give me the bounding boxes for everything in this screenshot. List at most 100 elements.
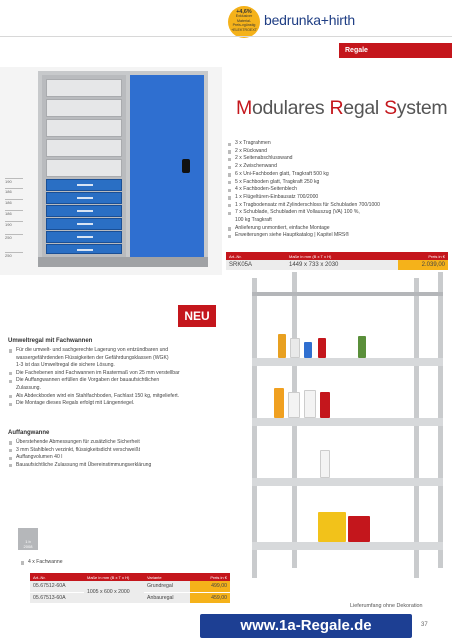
section-tab: Regale bbox=[339, 43, 452, 58]
title-fragment: ystem bbox=[396, 97, 448, 119]
list-item: 3 x Tragrahmen bbox=[226, 140, 448, 148]
cert-line: 1 b bbox=[25, 539, 31, 544]
section-heading: Auffangwanne bbox=[8, 430, 50, 436]
cabinet-drawer bbox=[46, 244, 122, 254]
list-item: Auffangvolumen 40 l bbox=[8, 454, 240, 462]
dimension-label: 190 bbox=[5, 221, 23, 227]
list-item: 1 x Flügeltüren-Einbausatz 700/2000 bbox=[226, 194, 448, 202]
column-header: Art.-Nr. bbox=[30, 573, 84, 581]
badge-small: +ELEKTROEXT bbox=[231, 27, 257, 32]
promo-badge: +4,6% Exklusiver Material- Preis-vgünsti… bbox=[228, 6, 260, 38]
container bbox=[304, 390, 316, 418]
badge-percent: +4,6% bbox=[236, 9, 252, 15]
article-number: 05.67512-60A bbox=[30, 581, 84, 593]
cabinet-drawer bbox=[46, 231, 122, 243]
website-link[interactable]: www.1a-Regale.de bbox=[200, 614, 412, 638]
price: 499,00 bbox=[190, 581, 230, 593]
column-header: Preis in € bbox=[398, 252, 448, 260]
dimensions: 1449 x 733 x 2030 bbox=[286, 260, 398, 270]
certification-icon: 1 b 2008 bbox=[18, 528, 38, 550]
shelf-tray bbox=[252, 542, 443, 550]
cabinet-shelf bbox=[46, 139, 122, 157]
shelf-tray bbox=[252, 418, 443, 426]
section-heading: Umweltregal mit Fachwannen bbox=[8, 338, 93, 344]
list-item: 1 x Tragbodensatz mit Zylinderschloss fü… bbox=[226, 202, 448, 210]
list-item-continued: Zulassung. bbox=[16, 384, 41, 391]
container bbox=[358, 336, 366, 358]
table-row: 05.67513-60A Anbauregal 459,00 bbox=[30, 592, 230, 604]
feature-list: 3 x Tragrahmen 2 x Rückwand 2 x Seitenab… bbox=[226, 140, 448, 240]
list-item-continued: 1-3 ist das Umweltregal die sichere Lösu… bbox=[16, 362, 115, 369]
container bbox=[290, 338, 300, 358]
price-table: Art.-Nr. Maße in mm (B x T x H) Preis in… bbox=[226, 252, 448, 270]
shelf-post bbox=[252, 278, 257, 578]
door-handle-icon bbox=[182, 159, 190, 173]
cabinet-drawer bbox=[46, 179, 122, 191]
note-list: 4 x Fachwanne bbox=[20, 559, 252, 567]
description-list: Überstehende Abmessungen für zusätzliche… bbox=[8, 439, 240, 469]
list-item: Erweiterungen siehe Hauptkatalog | Kapit… bbox=[226, 232, 448, 240]
list-item: Als Abdeckboden wird ein Stahlfachboden,… bbox=[8, 393, 240, 401]
title-fragment: R bbox=[329, 97, 344, 119]
cabinet-shelf bbox=[46, 79, 122, 97]
badge-line: Preis-vgünstig bbox=[232, 23, 256, 28]
badge-line: Exklusiver bbox=[235, 14, 253, 19]
description-list: Für die umwelt- und sachgerechte Lagerun… bbox=[8, 347, 240, 408]
column-header: Maße in mm (B x T x H) bbox=[286, 252, 398, 260]
container bbox=[278, 334, 286, 358]
list-item: Die Auffangwannen erfüllen die Vorgaben … bbox=[8, 377, 240, 385]
cabinet-image: 190 186 186 186 190 250 250 bbox=[0, 67, 222, 275]
list-item: 2 x Rückwand bbox=[226, 148, 448, 156]
shelf-tray bbox=[252, 358, 443, 366]
article-number: SRK05A bbox=[226, 260, 286, 270]
dimension-label: 186 bbox=[5, 210, 23, 216]
cabinet-drawer bbox=[46, 205, 122, 217]
container bbox=[320, 392, 330, 418]
dimension-label: 250 bbox=[5, 252, 23, 258]
shelf-image bbox=[238, 272, 452, 588]
cabinet-door bbox=[130, 75, 204, 257]
cabinet-open-section bbox=[42, 75, 126, 257]
container bbox=[320, 450, 330, 478]
list-item: Bauaufsichtliche Zulassung mit Übereinst… bbox=[8, 462, 240, 470]
shelf-post bbox=[414, 278, 419, 578]
table-header-row: Art.-Nr. Maße in mm (B x T x H) Variante… bbox=[30, 573, 230, 581]
shelf-tray bbox=[252, 478, 443, 486]
cabinet-shelf bbox=[46, 159, 122, 177]
dimension-label: 190 bbox=[5, 178, 23, 184]
table-header-row: Art.-Nr. Maße in mm (B x T x H) Preis in… bbox=[226, 252, 448, 260]
container bbox=[318, 338, 326, 358]
price: 459,00 bbox=[190, 592, 230, 604]
cabinet-base bbox=[38, 257, 208, 267]
dimensions: 1005 x 600 x 2000 bbox=[84, 581, 144, 604]
list-item: Für die umwelt- und sachgerechte Lagerun… bbox=[8, 347, 240, 355]
cabinet-drawer bbox=[46, 218, 122, 230]
list-item: Die Montage dieses Regals erfolgt mit Lä… bbox=[8, 400, 240, 408]
dimension-label: 186 bbox=[5, 199, 23, 205]
dimension-label: 186 bbox=[5, 188, 23, 194]
list-item: Die Fachebenen sind Fachwannen im Raster… bbox=[8, 370, 240, 378]
list-item: 4 x Fachboden-Seitenblech bbox=[226, 186, 448, 194]
cabinet-shelf bbox=[46, 99, 122, 117]
container bbox=[318, 512, 346, 542]
table-row: SRK05A 1449 x 733 x 2030 2.039,00 bbox=[226, 260, 448, 270]
container bbox=[274, 388, 284, 418]
cabinet-body bbox=[38, 71, 208, 267]
container bbox=[304, 342, 312, 358]
badge-line: Material- bbox=[237, 18, 251, 23]
list-item: 3 mm Stahlblech verzinkt, flüssigkeitsdi… bbox=[8, 447, 240, 455]
list-item: Anlieferung unmontiert, einfache Montage bbox=[226, 225, 448, 233]
list-item: Überstehende Abmessungen für zusätzliche… bbox=[8, 439, 240, 447]
cabinet-shelf bbox=[46, 119, 122, 137]
list-item: 7 x Schublade, Schubladen mit Vollauszug… bbox=[226, 209, 448, 217]
list-item-continued: wassergefährdenden Flüssigkeiten der Gef… bbox=[16, 354, 169, 361]
new-badge: NEU bbox=[178, 305, 216, 327]
list-item-continued: 100 kg Tragkraft bbox=[235, 217, 272, 224]
table-row: 05.67512-60A 1005 x 600 x 2000 Grundrega… bbox=[30, 581, 230, 604]
shelf-level bbox=[252, 292, 443, 296]
cabinet-drawer bbox=[46, 192, 122, 204]
container bbox=[348, 516, 370, 542]
title-fragment: S bbox=[384, 97, 397, 119]
column-header: Art.-Nr. bbox=[226, 252, 286, 260]
page-number: 37 bbox=[421, 622, 428, 628]
